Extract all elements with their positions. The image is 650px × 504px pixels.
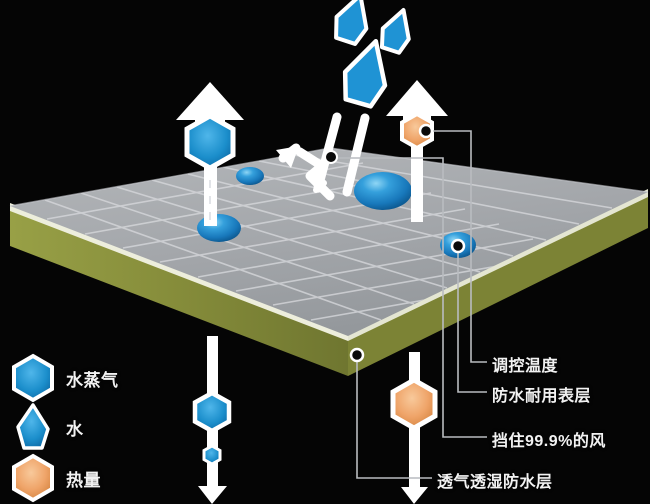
callout-line-surface — [457, 248, 487, 393]
falling-water-droplets — [334, 0, 411, 109]
legend-label-heat: 热量 — [66, 471, 101, 490]
water-droplet-icon — [334, 0, 369, 46]
fabric-slab — [9, 147, 649, 376]
callout-anchor-dots — [324, 123, 466, 363]
callout-dot — [349, 347, 365, 363]
wind-hook-detail — [309, 173, 327, 193]
water-droplet-icon — [379, 8, 411, 55]
wind-rebound-arrowhead — [276, 146, 299, 168]
callout-label-temperature: 调控温度 — [492, 358, 559, 375]
vapor-hexagon-icon-small — [202, 444, 222, 466]
arrow-head-icon — [386, 80, 448, 128]
water-bead — [236, 167, 264, 185]
legend-label-vapor: 水蒸气 — [66, 371, 119, 390]
legend-icons — [12, 353, 54, 503]
fabric-top-surface — [10, 148, 648, 336]
callout-label-surface: 防水耐用表层 — [492, 388, 592, 405]
callout-label-wind: 挡住99.9%的风 — [492, 433, 606, 450]
callout-line-wind — [333, 157, 487, 438]
legend-droplet-icon-water — [16, 403, 50, 450]
callout-line-breathable — [356, 357, 432, 479]
arrow-head-icon — [401, 480, 428, 504]
fabric-left-edge-base — [10, 206, 348, 376]
vapor-hexagon-icon — [192, 390, 232, 434]
water-bead — [197, 214, 241, 242]
callout-line-temperature — [432, 130, 487, 363]
heat-down-arrow — [390, 352, 438, 504]
arrow-head-icon — [176, 82, 244, 132]
vapor-up-arrow — [176, 82, 244, 226]
legend-label-water: 水 — [66, 420, 84, 439]
callout-leader-lines — [333, 130, 487, 479]
heat-hexagon-icon — [390, 377, 438, 431]
callout-dot — [324, 150, 338, 164]
legend-hexagon-icon-heat — [12, 453, 54, 503]
callout-dot — [418, 123, 434, 139]
vapor-hexagon-icon — [184, 113, 236, 171]
wind-incoming-stroke — [342, 113, 370, 197]
callout-label-breathable: 透气透湿防水层 — [437, 474, 553, 491]
fabric-front-edge-base — [348, 192, 648, 376]
water-bead — [354, 172, 412, 210]
vapor-down-arrow — [192, 336, 232, 504]
heat-hexagon-icon — [400, 111, 434, 151]
arrow-head-icon — [198, 478, 227, 504]
legend-hexagon-icon-vapor — [12, 353, 54, 403]
heat-up-arrow — [386, 80, 448, 222]
water-droplet-icon — [342, 38, 388, 109]
callout-dot — [450, 238, 466, 254]
